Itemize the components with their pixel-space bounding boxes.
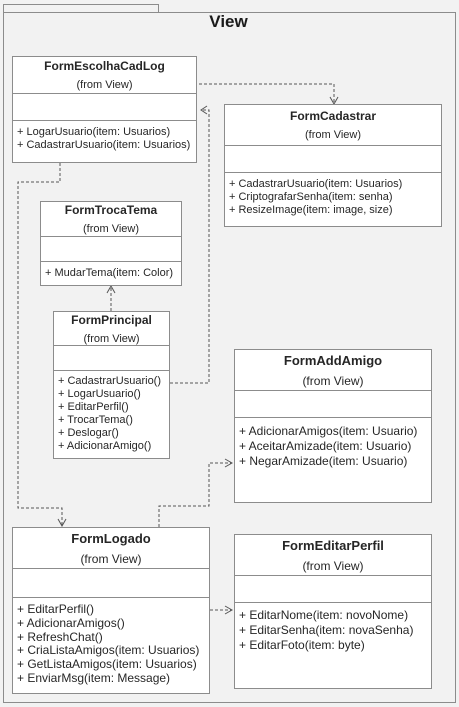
arrowhead-escolha xyxy=(200,105,208,115)
operation: + CadastrarUsuario(item: Usuarios) xyxy=(17,139,191,151)
operation: + CriptografarSenha(item: senha) xyxy=(229,191,393,203)
operation: + EnviarMsg(item: Message) xyxy=(17,670,171,685)
operations-compartment: + EditarNome(item: novoNome) + EditarSen… xyxy=(235,603,431,658)
operation: + EditarNome(item: novoNome) xyxy=(239,608,409,622)
class-form-troca-tema[interactable]: FormTrocaTema (from View) + MudarTema(it… xyxy=(40,201,182,286)
operations-compartment: + CadastrarUsuario(item: Usuarios) + Cri… xyxy=(225,173,441,222)
operation: + AdicionarAmigos(item: Usuario) xyxy=(239,424,418,438)
operation: + CadastrarUsuario(item: Usuarios) xyxy=(229,178,403,190)
operation: + AdicionarAmigo() xyxy=(58,440,152,452)
package-title: View xyxy=(209,12,248,31)
attributes-compartment xyxy=(225,146,441,173)
arrowhead-logado xyxy=(57,518,67,528)
operation: + EditarPerfil() xyxy=(58,401,129,413)
class-name: FormTrocaTema xyxy=(64,202,158,217)
dep-principal-to-escolha xyxy=(170,109,210,384)
operation: + TrocarTema() xyxy=(58,414,133,426)
class-name: FormCadastrar xyxy=(289,109,377,123)
attributes-compartment xyxy=(235,391,431,418)
attributes-compartment xyxy=(54,346,169,371)
operation: + EditarFoto(item: byte) xyxy=(239,638,365,652)
attributes-compartment xyxy=(13,569,209,598)
operation: + ResizeImage(item: image, size) xyxy=(229,204,393,216)
dep-escolha-to-logado xyxy=(17,163,63,526)
operation: + NegarAmizade(item: Usuario) xyxy=(239,454,408,468)
package-tab xyxy=(3,4,159,13)
operation: + EditarSenha(item: novaSenha) xyxy=(239,623,414,637)
arrowhead-addamigo xyxy=(224,458,234,468)
class-name: FormLogado xyxy=(71,530,151,546)
class-form-editar-perfil[interactable]: FormEditarPerfil (from View) + EditarNom… xyxy=(234,534,432,689)
class-stereotype: (from View) xyxy=(76,79,133,91)
operation: + MudarTema(item: Color) xyxy=(45,267,174,279)
class-stereotype: (from View) xyxy=(302,558,364,573)
class-form-add-amigo[interactable]: FormAddAmigo (from View) + AdicionarAmig… xyxy=(234,349,432,503)
operations-compartment: + CadastrarUsuario() + LogarUsuario() + … xyxy=(54,371,169,458)
class-stereotype: (from View) xyxy=(83,332,140,345)
class-stereotype: (from View) xyxy=(82,222,140,235)
operation: + LogarUsuario() xyxy=(58,388,141,400)
class-name: FormAddAmigo xyxy=(283,352,383,368)
class-name: FormPrincipal xyxy=(71,312,152,327)
class-form-principal[interactable]: FormPrincipal (from View) + CadastrarUsu… xyxy=(53,311,170,459)
operation: + CadastrarUsuario() xyxy=(58,375,162,387)
operations-compartment: + AdicionarAmigos(item: Usuario) + Aceit… xyxy=(235,418,431,474)
arrowhead-trocatema xyxy=(106,284,116,294)
class-form-cadastrar[interactable]: FormCadastrar (from View) + CadastrarUsu… xyxy=(224,104,442,227)
operations-compartment: + LogarUsuario(item: Usuarios) + Cadastr… xyxy=(13,121,196,157)
operation: + AceitarAmizade(item: Usuario) xyxy=(239,439,412,453)
operation: + AdicionarAmigos() xyxy=(17,615,125,630)
operations-compartment: + MudarTema(item: Color) xyxy=(41,262,181,285)
class-stereotype: (from View) xyxy=(302,373,364,388)
attributes-compartment xyxy=(41,237,181,262)
operation: + EditarPerfil() xyxy=(17,602,95,616)
class-name: FormEditarPerfil xyxy=(282,537,384,553)
attributes-compartment xyxy=(235,576,431,603)
attributes-compartment xyxy=(13,94,196,121)
operation: + GetListaAmigos(item: Usuarios) xyxy=(17,657,197,672)
operations-compartment: + EditarPerfil() + AdicionarAmigos() + R… xyxy=(13,598,209,691)
dep-logado-to-addamigo xyxy=(158,462,232,527)
operation: + RefreshChat() xyxy=(17,629,103,644)
arrowhead-editarperfil xyxy=(224,605,234,615)
class-stereotype: (from View) xyxy=(80,551,142,566)
class-stereotype: (from View) xyxy=(304,129,362,141)
class-form-logado[interactable]: FormLogado (from View) + EditarPerfil() … xyxy=(12,527,210,694)
operation: + LogarUsuario(item: Usuarios) xyxy=(17,126,171,138)
operation: + CriaListaAmigos(item: Usuarios) xyxy=(17,643,200,658)
dep-escolha-to-cadastrar xyxy=(199,83,335,104)
operation: + Deslogar() xyxy=(58,427,119,439)
class-name: FormEscolhaCadLog xyxy=(44,59,165,73)
class-form-escolha-cad-log[interactable]: FormEscolhaCadLog (from View) + LogarUsu… xyxy=(12,56,197,163)
